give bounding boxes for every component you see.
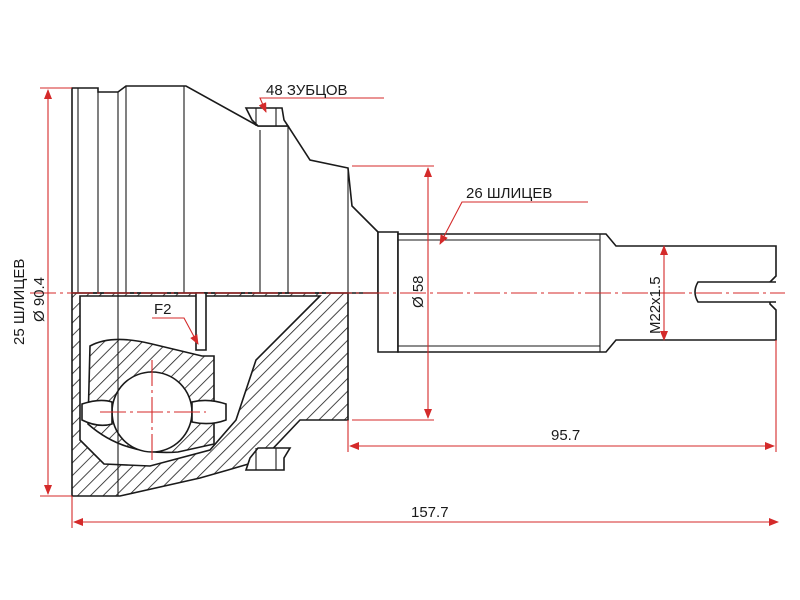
- label-inner-diameter: Ø 90.4: [31, 277, 48, 322]
- joint-body-upper: [71, 85, 379, 294]
- label-length-total: 157.7: [411, 504, 449, 521]
- label-outer-splines: 26 ШЛИЦЕВ: [466, 185, 552, 202]
- abs-ring-bottom: [244, 447, 292, 471]
- joint-body-section: [71, 292, 349, 497]
- label-shaft-diameter: Ø 58: [410, 275, 427, 308]
- label-inner-splines: 25 ШЛИЦЕВ: [11, 259, 28, 345]
- shaft: [377, 231, 777, 353]
- clip: [195, 292, 207, 351]
- label-teeth: 48 ЗУБЦОВ: [266, 82, 348, 99]
- label-clip: F2: [154, 301, 172, 318]
- label-thread: M22x1.5: [647, 276, 664, 334]
- label-length-shaft: 95.7: [551, 427, 580, 444]
